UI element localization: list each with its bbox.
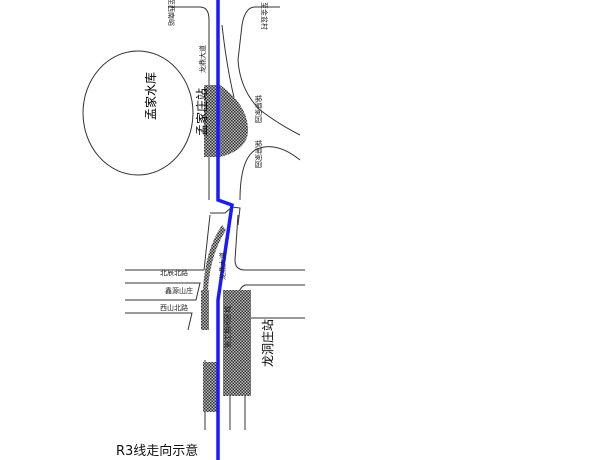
reservoir bbox=[82, 50, 194, 176]
label-main-2: 龙鼎大道 bbox=[218, 252, 227, 280]
label-west-road: 西山北路 bbox=[160, 303, 188, 312]
label-top-left: 至西南峪 bbox=[167, 0, 176, 26]
curve-hatch bbox=[203, 225, 226, 290]
station-area-3 bbox=[203, 362, 219, 412]
label-main-1: 龙鼎大道 bbox=[198, 45, 207, 73]
r3-route-line bbox=[216, 0, 234, 460]
station-area-1 bbox=[201, 290, 209, 330]
label-xinyuan: 鑫源山庄 bbox=[165, 286, 193, 295]
label-construction: 施工期间区域 bbox=[223, 306, 232, 348]
label-station-2: 龙洞庄站 bbox=[260, 319, 275, 367]
label-jinping-1: 锦屏家园 bbox=[254, 95, 263, 123]
diagram-title: R3线走向示意 bbox=[116, 444, 199, 459]
station-mengjiazhuang bbox=[204, 85, 248, 157]
station-area-2 bbox=[223, 290, 251, 396]
label-top-right: 至金盆村 bbox=[260, 2, 269, 30]
label-reservoir: 孟家水库 bbox=[143, 72, 158, 120]
label-north-road: 北辰北路 bbox=[160, 268, 188, 277]
label-station-1: 孟家庄站 bbox=[194, 88, 209, 136]
label-jinping-2: 锦屏家园 bbox=[254, 140, 263, 168]
